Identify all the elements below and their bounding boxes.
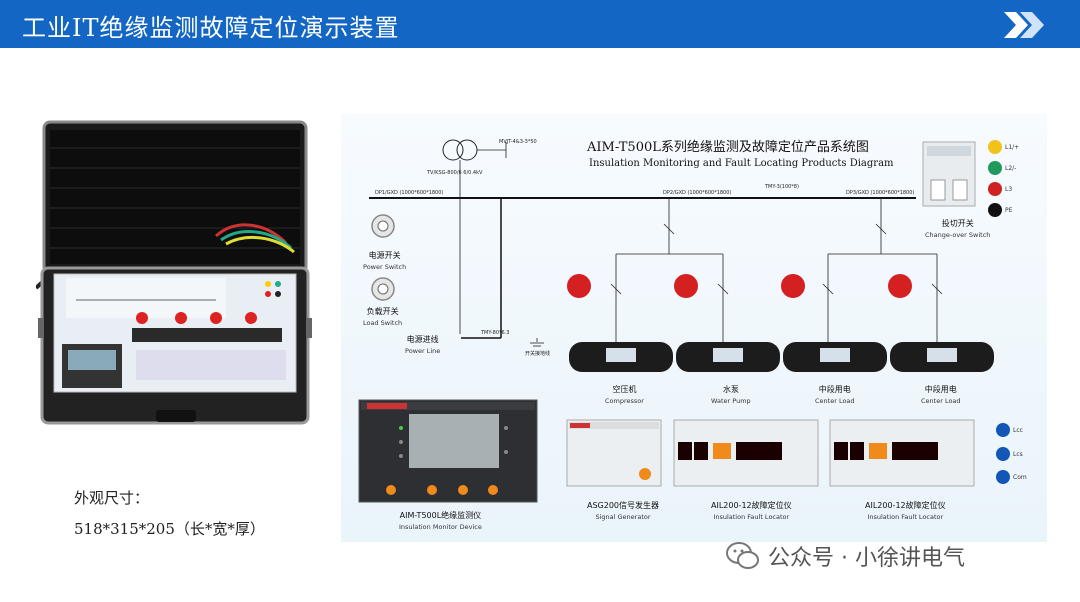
legend-l1: L1/+ (1005, 144, 1020, 151)
busbar-left-label: DP1/GXD (1000*600*1800) (375, 190, 444, 196)
watermark: 公众号 · 小徐讲电气 (726, 540, 965, 572)
busbar-mid-label: DP2/GXD (1000*600*1800) (663, 190, 732, 196)
grounding-label: 开关接地线 (525, 351, 551, 357)
tmy1-label: TMY-3(100*8) (765, 184, 799, 190)
legend-l2: L2/- (1005, 165, 1017, 172)
page-title: 工业IT绝缘监测故障定位演示装置 (22, 14, 400, 42)
dimension-label: 外观尺寸： (74, 489, 150, 507)
diagram-title-cn: AIM-T500L系列绝缘监测及故障定位产品系统图 (587, 140, 869, 155)
tmy2-label: TMY-80*6.3 (481, 330, 510, 336)
chevron-arrows-icon (1004, 12, 1044, 38)
watermark-text: 公众号 · 小徐讲电气 (768, 546, 965, 571)
system-diagram: AIM-T500L系列绝缘监测及故障定位产品系统图 Insulation Mon… (341, 114, 1047, 542)
demo-device-photo (36, 120, 312, 425)
header-bar: 工业IT绝缘监测故障定位演示装置 (0, 0, 1080, 48)
legend-lcs: Lcs (1013, 451, 1023, 458)
wechat-icon (726, 542, 759, 569)
busbar-right-label: DP3/GXD (1000*600*1800) (846, 190, 915, 196)
legend-pe: PE (1005, 207, 1013, 214)
diagram-title-en: Insulation Monitoring and Fault Locating… (589, 158, 894, 169)
diagram-lines (358, 139, 1010, 503)
legend-lcc: Lcc (1013, 427, 1023, 434)
legend-com: Com (1013, 474, 1027, 481)
transformer-label: TV/KSG-800/6 6/0.4kV (427, 170, 483, 176)
mv-label: MVJT-4&3-3*50 (499, 139, 537, 145)
legend-l3: L3 (1005, 186, 1013, 193)
dimension-value: 518*315*205（长*宽*厚） (74, 520, 265, 538)
